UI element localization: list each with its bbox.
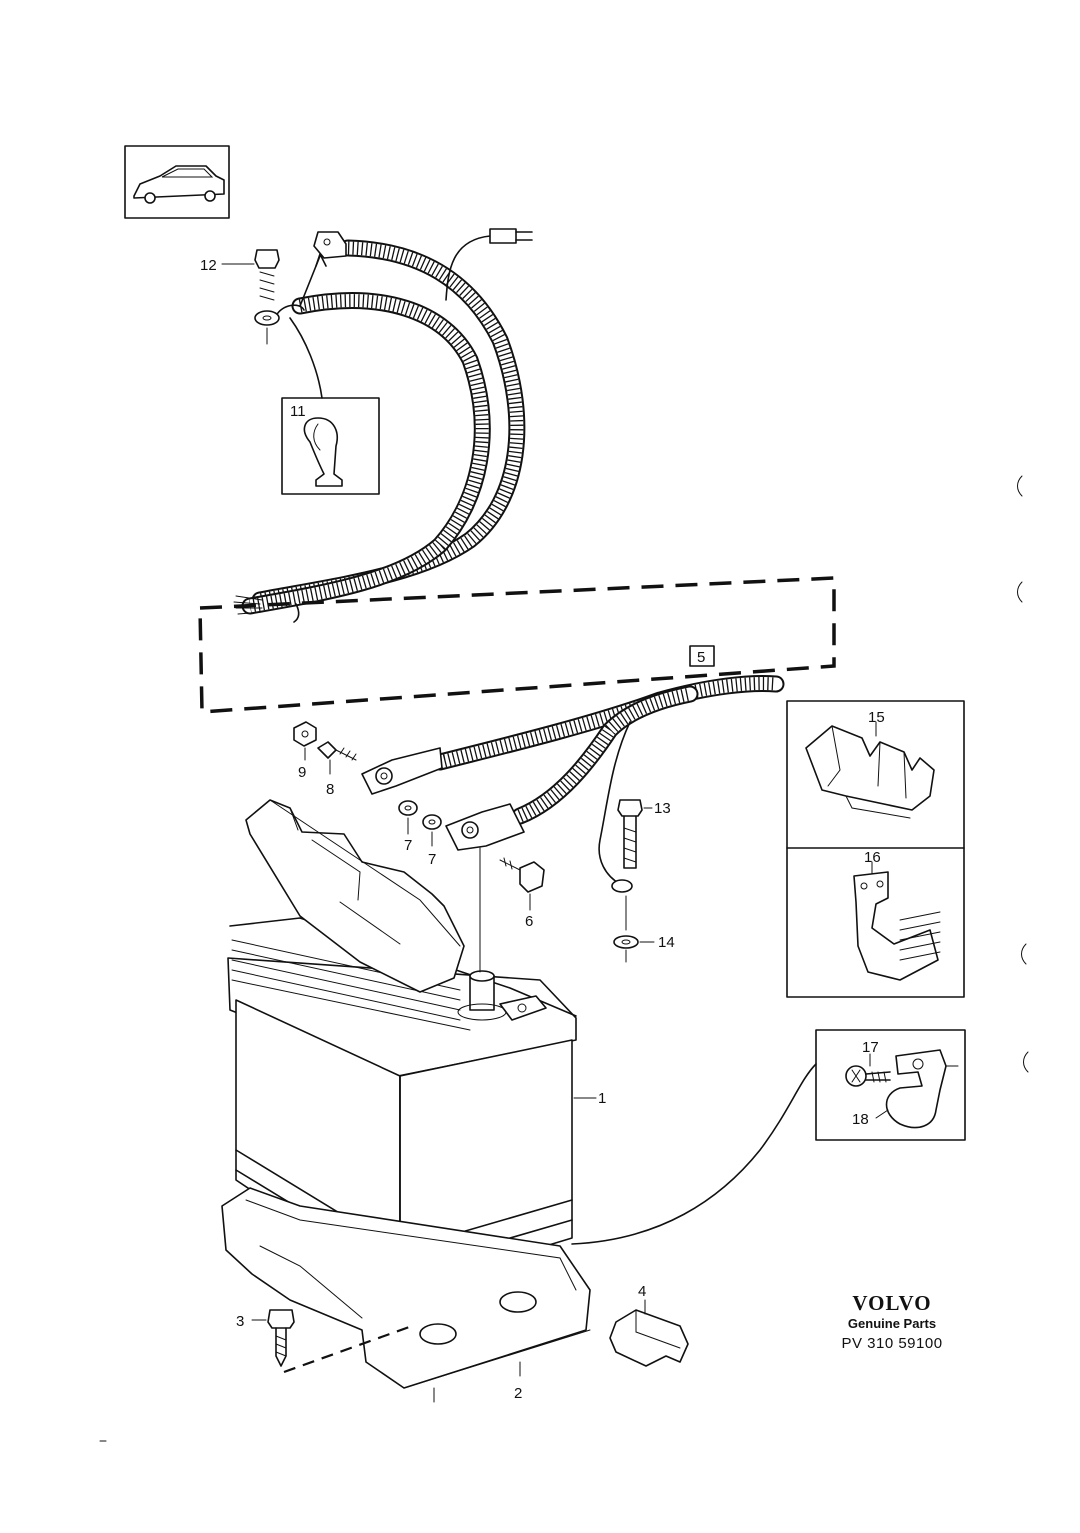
- label-part-6: 6: [525, 913, 533, 930]
- label-part-17: 17: [862, 1039, 879, 1056]
- battery-cover: [245, 799, 465, 993]
- clamp-17-18-box: [815, 1029, 966, 1141]
- car-model-icon: [124, 145, 230, 219]
- upper-cable-harness: [233, 228, 533, 623]
- brand-subtitle: Genuine Parts: [848, 1316, 936, 1331]
- hardware-small-parts: [293, 721, 655, 963]
- brand-name: VOLVO: [852, 1291, 931, 1315]
- label-part-18: 18: [852, 1111, 869, 1128]
- label-part-4: 4: [638, 1283, 646, 1300]
- label-part-14: 14: [658, 934, 675, 951]
- margin-marks: [99, 475, 1029, 1442]
- label-part-3: 3: [236, 1313, 244, 1330]
- label-part-11: 11: [290, 403, 306, 420]
- battery-tray-2: [221, 1187, 591, 1403]
- label-part-7a: 7: [404, 837, 412, 854]
- label-part-9: 9: [298, 764, 306, 781]
- label-part-5: 5: [697, 649, 705, 666]
- connection-frame: [198, 576, 836, 714]
- clips-15-16-box: [786, 700, 965, 998]
- label-part-16: 16: [864, 849, 881, 866]
- label-part-13: 13: [654, 800, 671, 817]
- bolt-12-assembly: [221, 249, 280, 345]
- leader-top-line: [299, 255, 321, 307]
- label-part-7b: 7: [428, 851, 436, 868]
- terminal-cover-11-box: [281, 397, 380, 495]
- leader-tray-to-clamp: [571, 1063, 817, 1245]
- screw-3: [251, 1309, 413, 1374]
- label-part-15: 15: [868, 709, 885, 726]
- part-labels: 1 2 3 4 5 6 7 7 8 9 11 12 13 14 15 16 17…: [200, 257, 885, 1402]
- label-part-12: 12: [200, 257, 217, 274]
- label-part-8: 8: [326, 781, 334, 798]
- clip-4: [609, 1299, 689, 1367]
- label-part-1: 1: [598, 1090, 606, 1107]
- catalog-code: PV 310 59100: [841, 1335, 942, 1352]
- label-part-2: 2: [514, 1385, 522, 1402]
- lower-cable-harness: [361, 645, 785, 893]
- brand-block: VOLVO Genuine Parts PV 310 59100: [841, 1291, 942, 1352]
- leader-11-arrow: [289, 317, 323, 399]
